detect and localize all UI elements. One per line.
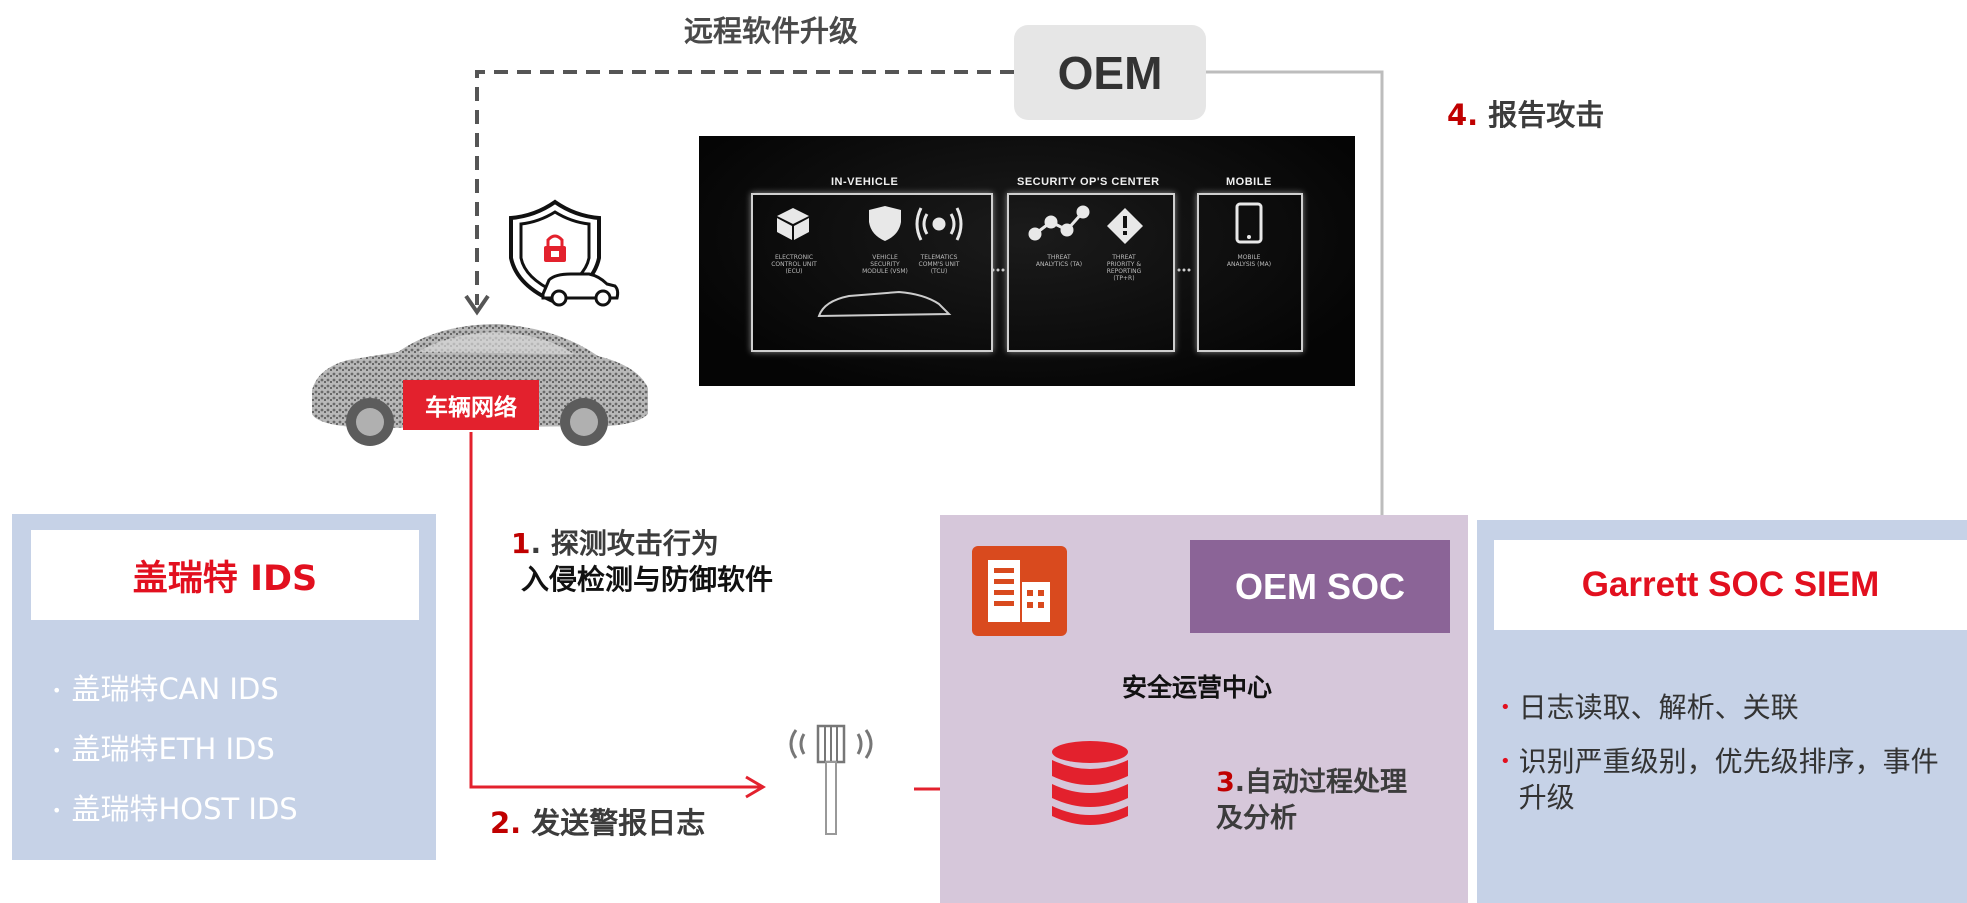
step-1-text: . 探测攻击行为 (530, 527, 719, 560)
vsm-caption: VEHICLE SECURITY MODULE (VSM) (862, 254, 908, 275)
siem-list: •日志读取、解析、关联 •识别严重级别，优先级排序，事件升级 (1500, 690, 1945, 834)
report-step-text: 报告攻击 (1478, 98, 1605, 132)
step-2-text: 发送警报日志 (521, 806, 706, 840)
soc-panel (1007, 193, 1175, 352)
ids-list-item: •盖瑞特ETH IDS (52, 732, 275, 766)
ota-upgrade-label: 远程软件升级 (684, 14, 859, 48)
ids-title-box: 盖瑞特 IDS (31, 530, 419, 620)
ids-title: 盖瑞特 IDS (132, 558, 318, 599)
tpr-caption: THREAT PRIORITY & REPORTING (TP+R) (1106, 254, 1142, 282)
siem-title: Garrett SOC SIEM (1581, 565, 1880, 604)
siem-title-box: Garrett SOC SIEM (1494, 540, 1967, 630)
siem-item-log-parsing: 日志读取、解析、关联 (1518, 691, 1799, 724)
alert-red-line (469, 432, 760, 789)
tcu-signal-icon (915, 207, 963, 241)
ids-item-can: 盖瑞特CAN IDS (71, 672, 279, 706)
step-3-label: 3.自动过程处理 及分析 (1216, 765, 1407, 837)
ecu-icon (777, 208, 809, 240)
step-2-label: 2. 发送警报日志 (490, 800, 705, 842)
building-glyph (988, 560, 1050, 622)
ta-caption: THREAT ANALYTICS (TA) (1035, 254, 1083, 268)
in-vehicle-security-image: IN-VEHICLE SECURITY OP'S CENTER MOBILE (699, 136, 1355, 386)
ids-item-eth: 盖瑞特ETH IDS (71, 732, 275, 766)
step-1-subtext: 入侵检测与防御软件 (521, 563, 774, 596)
building-icon (972, 546, 1067, 636)
siem-list-item: •日志读取、解析、关联 (1500, 691, 1799, 724)
tcu-caption: TELEMATICS COMM'S UNIT (TCU) (918, 254, 960, 275)
ids-list-item: •盖瑞特CAN IDS (52, 672, 279, 706)
mobile-panel (1197, 193, 1303, 352)
ids-item-host: 盖瑞特HOST IDS (71, 792, 298, 826)
section-title-mobile: MOBILE (1226, 176, 1272, 188)
ota-dashed-line (475, 70, 1014, 305)
step-3-number: 3 (1216, 767, 1235, 798)
step-3-subtext: 及分析 (1216, 803, 1297, 834)
report-step-number: 4. (1447, 98, 1479, 132)
security-operations-center-label: 安全运营中心 (1122, 673, 1273, 702)
ota-arrowhead (464, 294, 490, 316)
shield-lock-car-icon (509, 199, 620, 307)
car-network-tag: 车辆网络 (403, 380, 539, 430)
car-network-image (312, 324, 648, 446)
car-outline-icon (817, 290, 952, 318)
oem-label: OEM (1057, 46, 1163, 99)
cell-tower-icon (789, 724, 873, 835)
oem-soc-label: OEM SOC (1234, 565, 1405, 607)
threat-analytics-icon (1028, 205, 1090, 241)
database-icon (1052, 741, 1128, 825)
mobile-phone-icon (1235, 202, 1263, 244)
step-1-number: 1 (511, 527, 531, 560)
siem-list-item: •识别严重级别，优先级排序，事件升级 (1500, 744, 1945, 816)
threat-priority-icon (1107, 208, 1143, 244)
siem-item-severity: 识别严重级别，优先级排序，事件升级 (1518, 745, 1939, 814)
oem-box: OEM (1014, 25, 1206, 120)
panel-connector-dots (991, 268, 1191, 272)
step-1-label: 1. 探测攻击行为 入侵检测与防御软件 (511, 526, 773, 598)
ecu-caption: ELECTRONIC CONTROL UNIT (ECU) (771, 254, 817, 275)
report-line (1206, 70, 1384, 540)
in-vehicle-panel (751, 193, 993, 352)
vsm-shield-icon (869, 206, 901, 241)
dark-image-icons (777, 202, 1263, 318)
ma-caption: MOBILE ANALYSIS (MA) (1226, 254, 1272, 268)
section-title-soc: SECURITY OP'S CENTER (1017, 176, 1160, 188)
ids-list: •盖瑞特CAN IDS •盖瑞特ETH IDS •盖瑞特HOST IDS (52, 660, 298, 840)
step-3-text: .自动过程处理 (1234, 767, 1408, 798)
section-title-in-vehicle: IN-VEHICLE (831, 176, 899, 188)
alert-arrowhead (745, 775, 766, 799)
step-2-number: 2. (490, 806, 522, 840)
oem-soc-box: OEM SOC (1190, 540, 1450, 633)
ids-list-item: •盖瑞特HOST IDS (52, 792, 298, 826)
report-attack-label: 4. 报告攻击 (1447, 92, 1604, 134)
